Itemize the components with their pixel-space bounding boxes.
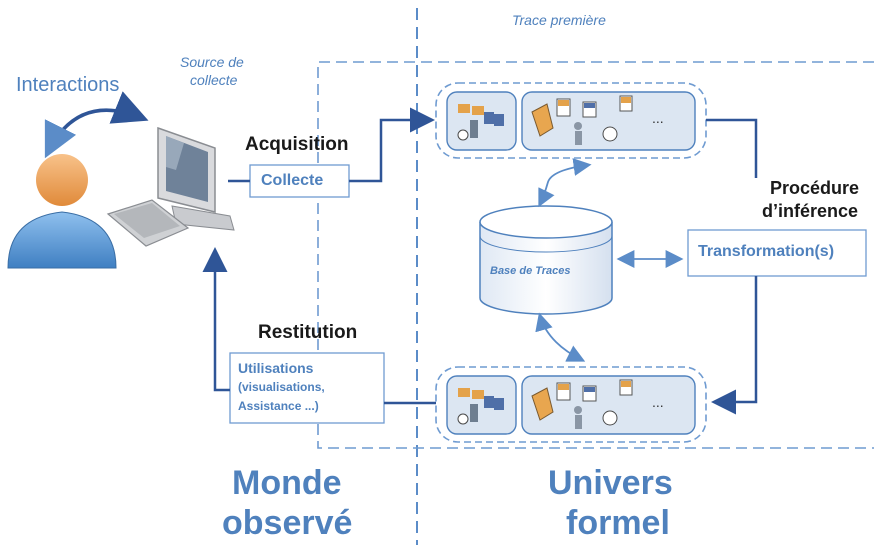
utilisations-line3: Assistance ...) <box>238 399 319 413</box>
trace-restitution-dashed <box>435 366 707 443</box>
utilisations-line1: Utilisations <box>238 360 314 376</box>
utilisations-line2: (visualisations, <box>238 380 325 394</box>
univers-label-line2: formel <box>566 504 670 542</box>
trace-premiere-panel-left <box>446 91 517 151</box>
base-de-traces-cylinder <box>479 205 613 315</box>
ellipsis-top: ... <box>652 110 664 126</box>
restitution-label: Restitution <box>258 322 358 343</box>
trace-premiere-label: Trace première <box>512 12 606 28</box>
inference-arrow-bottom <box>711 276 758 415</box>
source-label-line2: collecte <box>190 72 238 88</box>
acquisition-label: Acquisition <box>245 134 349 155</box>
collecte-label: Collecte <box>261 172 324 189</box>
procedure-label-line2: d’inférence <box>762 201 859 221</box>
computer-icon <box>106 126 235 247</box>
transformation-label: Transformation(s) <box>698 243 835 260</box>
restitution-arrow <box>202 247 230 392</box>
acquisition-arrow <box>349 107 435 183</box>
link-top-panel-base <box>538 158 592 208</box>
interactions-arrow <box>44 91 149 159</box>
utilisations-box <box>229 352 385 424</box>
user-icon <box>7 154 117 269</box>
inference-line-top <box>706 118 758 178</box>
link-base-bottom-panel <box>535 312 586 362</box>
monde-label-line1: Monde <box>232 464 342 502</box>
trace-icons-bottom <box>457 379 633 429</box>
transformation-box <box>687 229 867 277</box>
source-label-line1: Source de <box>180 54 244 70</box>
base-de-traces-label: Base de Traces <box>490 265 571 277</box>
procedure-label-line1: Procédure <box>770 178 860 198</box>
formal-universe-region <box>317 61 874 449</box>
ellipsis-bottom: ... <box>652 394 664 410</box>
interactions-label: Interactions <box>16 74 120 96</box>
trace-restitution-panel-left <box>446 375 517 435</box>
trace-icons-top <box>457 95 633 145</box>
univers-label-line1: Univers <box>548 464 673 502</box>
monde-label-line2: observé <box>222 504 353 542</box>
